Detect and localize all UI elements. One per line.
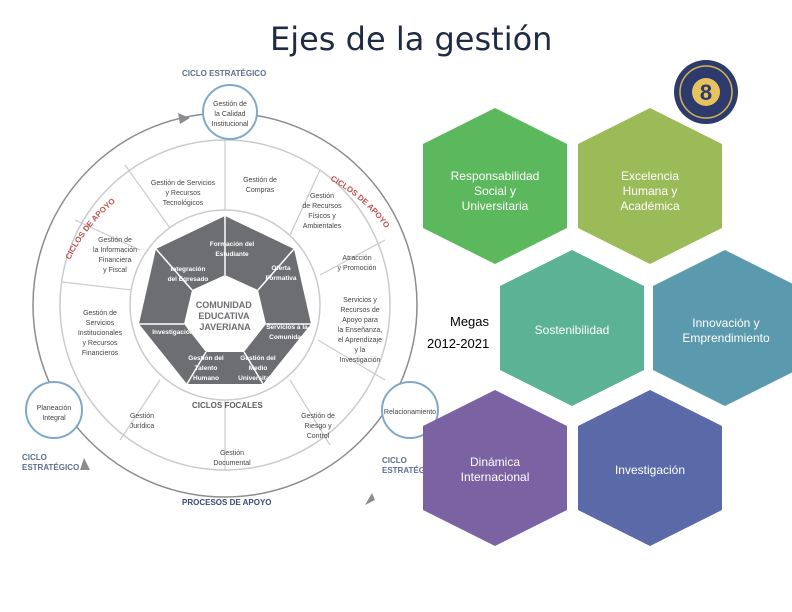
quality-circle [202, 84, 258, 140]
heading-procesos-apoyo: PROCESOS DE APOYO [182, 498, 272, 507]
hex-investigacion [578, 390, 722, 546]
heptagon-investigacion: Investigación [152, 329, 194, 336]
hex-investigacion-label: Investigación [615, 463, 685, 477]
hex-excelencia [578, 108, 722, 264]
svg-text:2012-2021: 2012-2021 [427, 336, 489, 351]
cycle-arrow-icon [365, 493, 375, 505]
center-label: COMUNIDAD EDUCATIVA JAVERIANA [196, 300, 255, 332]
hex-sostenibilidad-label: Sostenibilidad [535, 323, 610, 337]
heading-ciclos-apoyo-right: CICLOS DE APOYO [329, 174, 391, 230]
planning-circle [25, 381, 83, 439]
hex-responsabilidad [423, 108, 567, 264]
heading-ciclo-estrategico-top: CICLO ESTRATÉGICO [182, 69, 266, 78]
ring-dividers [61, 140, 386, 470]
cycle-arrow-icon [80, 458, 90, 470]
center-heptagon [184, 275, 266, 352]
anniversary-logo: 8 [674, 60, 738, 124]
heptagon-dividers [139, 216, 311, 385]
hex-sostenibilidad [500, 250, 644, 406]
page-title: Ejes de la gestión [270, 20, 553, 58]
megas-label: Megas 2012-2021 [427, 314, 490, 351]
hex-innovacion [653, 250, 792, 406]
svg-text:Megas: Megas [450, 314, 490, 329]
hex-dinamica [423, 390, 567, 546]
relationship-circle [381, 381, 439, 439]
cycle-arrow-icon [178, 113, 190, 124]
svg-text:8: 8 [700, 80, 712, 105]
heading-ciclos-focales: CICLOS FOCALES [192, 401, 263, 410]
relationship-label: Relacionamiento [384, 409, 436, 416]
hexagon-cluster [423, 108, 792, 546]
